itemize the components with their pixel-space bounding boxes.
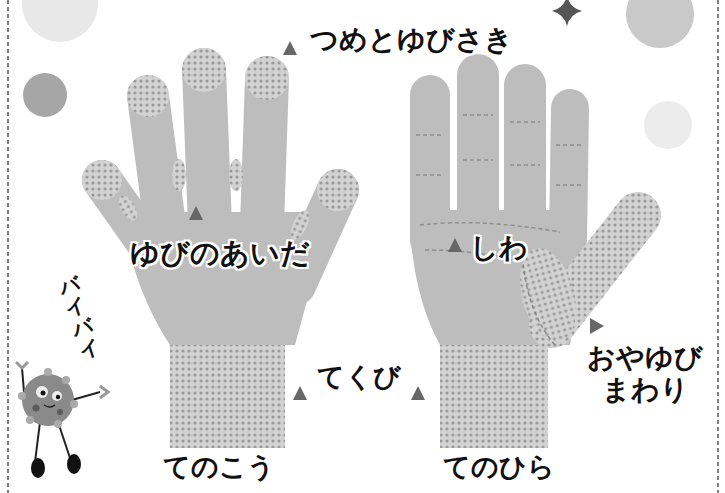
bubble xyxy=(22,0,98,42)
part-label: おやゆび まわり xyxy=(582,342,708,406)
part-label: しわ xyxy=(470,232,528,264)
bubble xyxy=(644,101,692,149)
hand-caption: てのひら xyxy=(443,451,555,482)
sparkle xyxy=(552,0,582,26)
bubble xyxy=(23,73,67,117)
part-label: てくび xyxy=(317,361,401,392)
part-label: つめとゆびさき xyxy=(310,24,513,56)
marker-triangle xyxy=(189,41,604,400)
frame-edge xyxy=(717,0,719,493)
speech-text: バイバイ xyxy=(56,272,102,362)
hand-caption: てのこう xyxy=(163,451,275,482)
frame-edge xyxy=(7,0,9,493)
virus-character xyxy=(16,362,108,478)
bubble xyxy=(626,0,694,48)
part-label: ゆびのあいだ xyxy=(130,237,310,270)
